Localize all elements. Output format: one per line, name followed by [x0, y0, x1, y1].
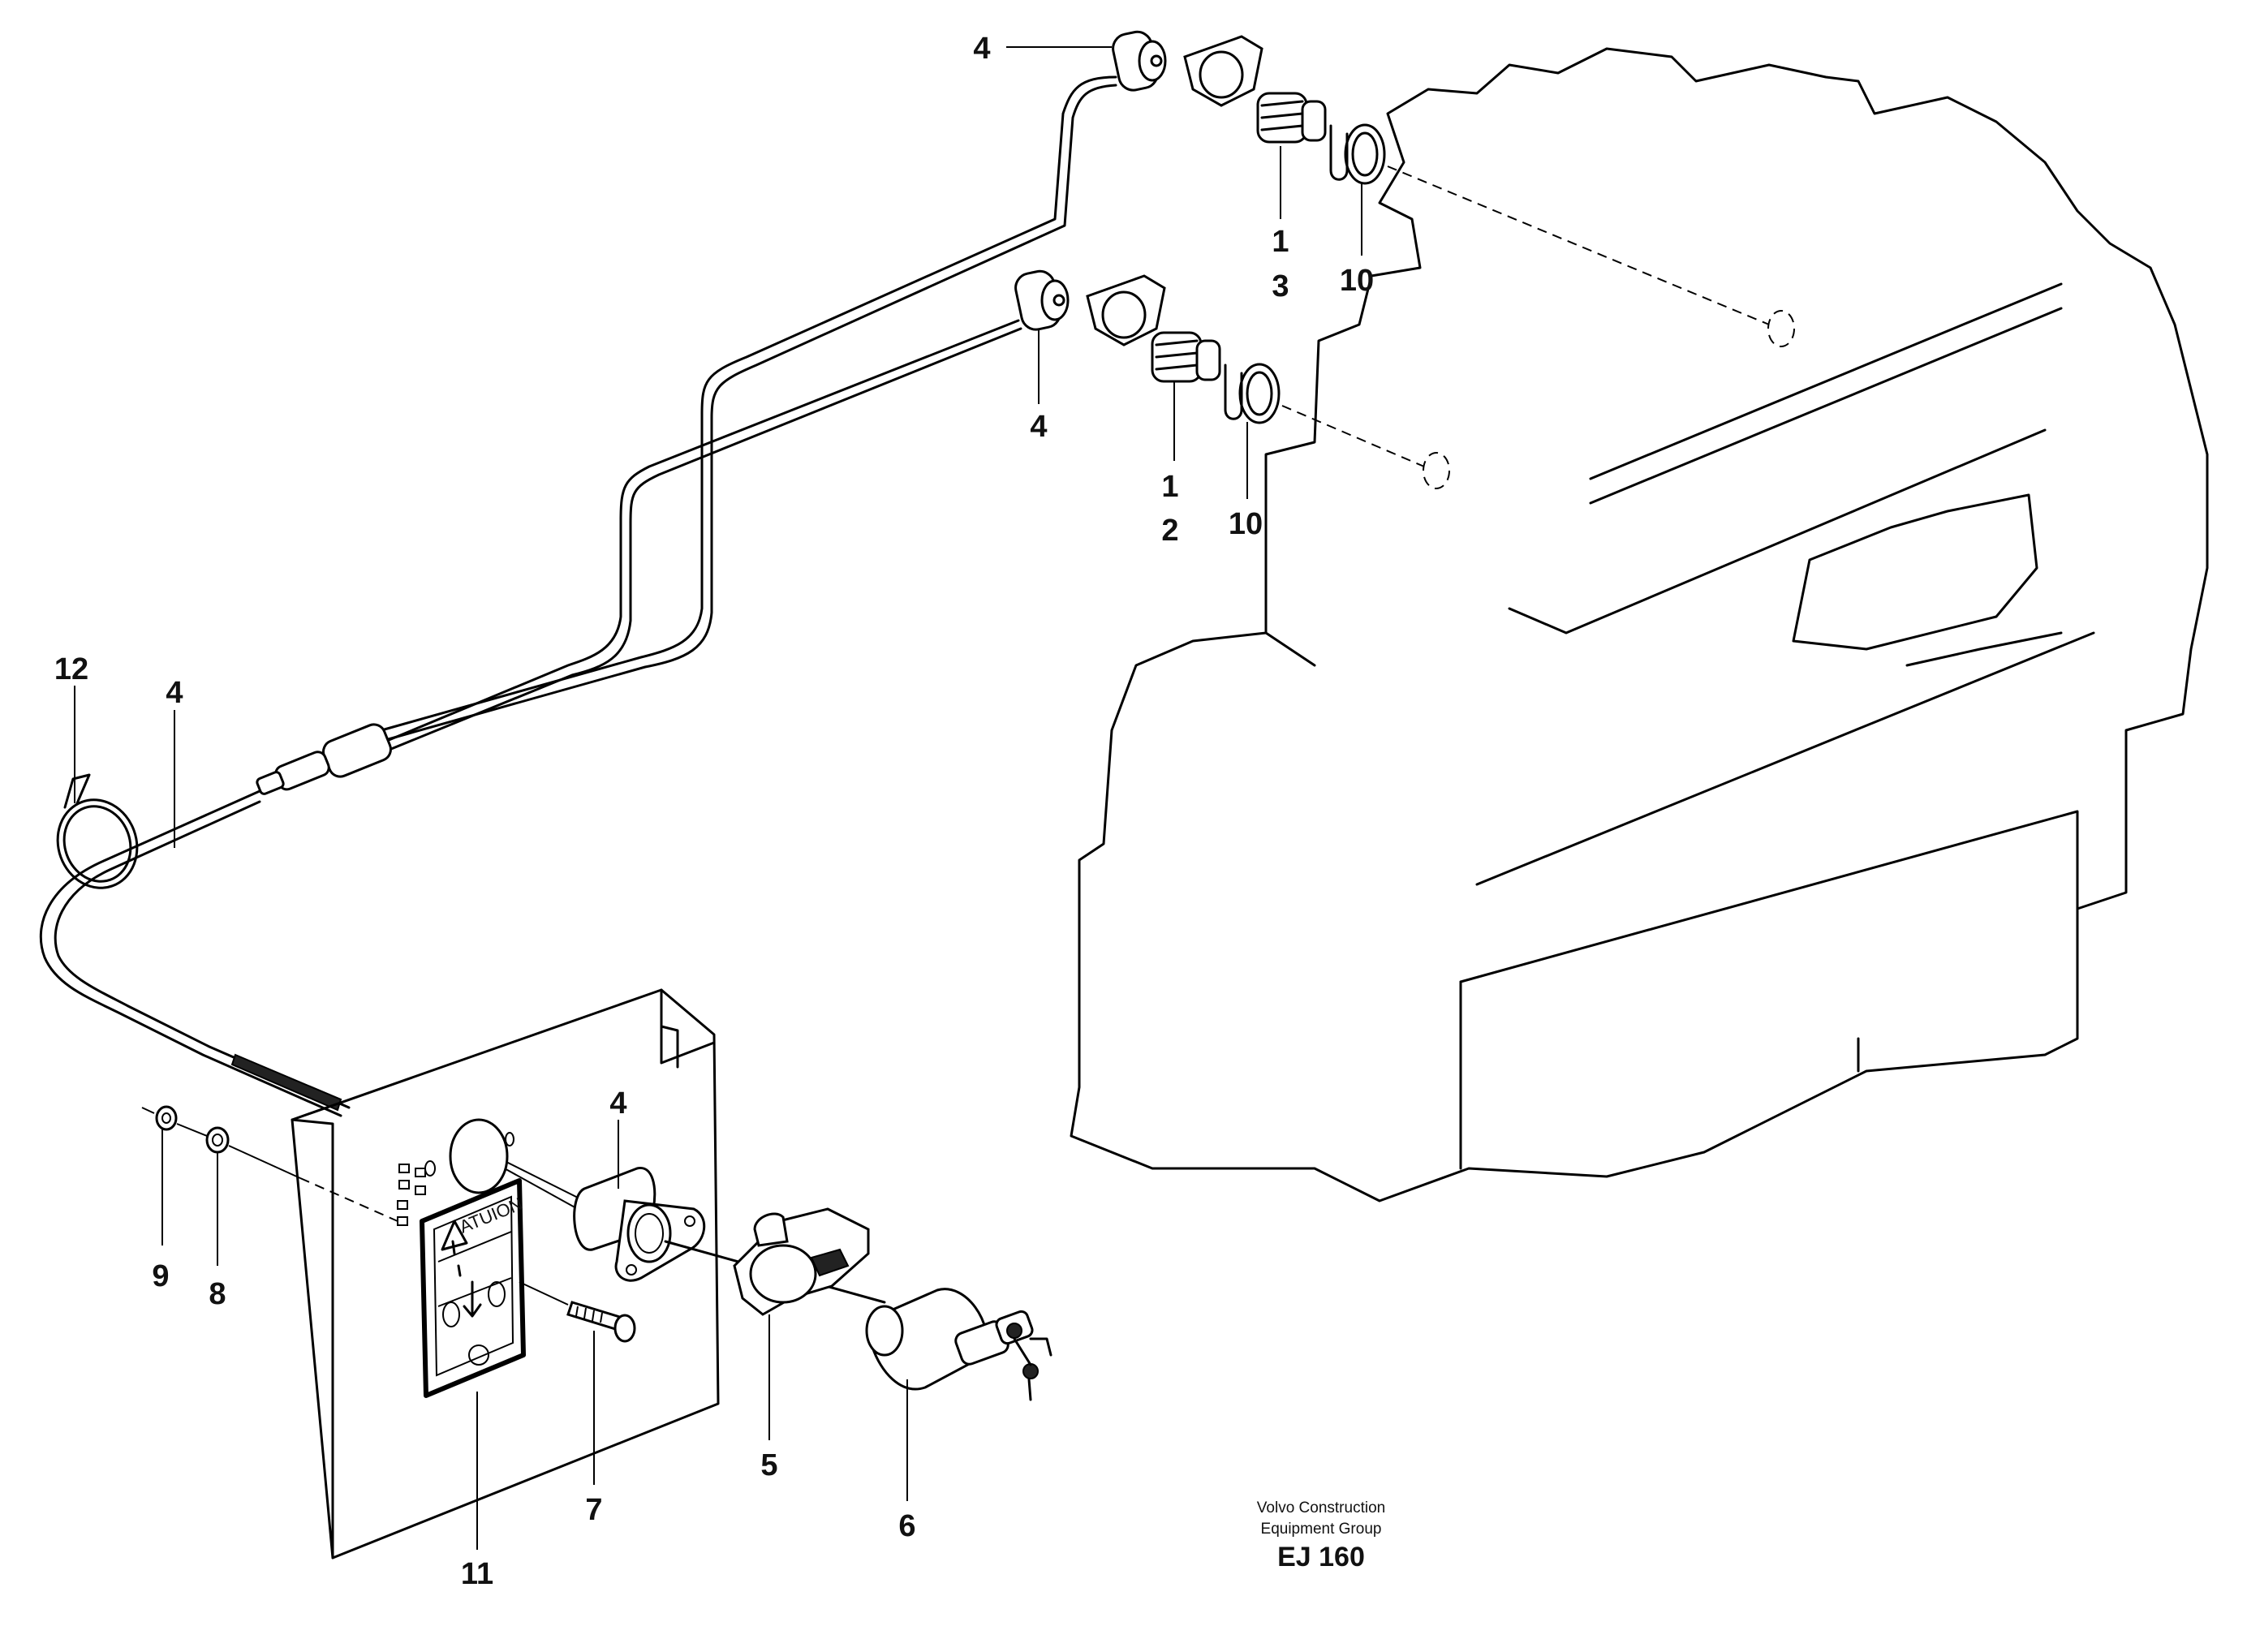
footer-credit: Volvo Construction Equipment Group EJ 16…	[1257, 1499, 1385, 1572]
control-panel	[291, 988, 720, 1560]
cable-tie	[56, 773, 139, 889]
callout-8: 8	[209, 1277, 226, 1311]
solenoid-unit	[865, 1288, 1052, 1401]
callout-10-top: 10	[1340, 264, 1374, 298]
callout-12: 12	[54, 652, 88, 686]
callout-2: 2	[1161, 514, 1178, 548]
footer-company-line2: Equipment Group	[1261, 1521, 1382, 1538]
callout-1-middle: 1	[1161, 470, 1178, 504]
bolt	[519, 1281, 636, 1343]
callout-6: 6	[898, 1509, 915, 1543]
callout-10-middle: 10	[1229, 507, 1263, 541]
callout-11: 11	[461, 1557, 493, 1591]
callout-5: 5	[760, 1448, 777, 1482]
middle-switch-assembly	[1014, 269, 1450, 489]
callout-1-top: 1	[1272, 225, 1289, 259]
footer-company-line1: Volvo Construction	[1257, 1499, 1385, 1516]
leader-lines	[74, 46, 1362, 1550]
warning-decal: ATUION	[420, 1178, 526, 1398]
mounting-bracket	[733, 1207, 870, 1316]
rivet-marks	[397, 1164, 426, 1226]
top-switch-assembly	[1112, 30, 1795, 347]
nut-and-washer	[141, 1105, 398, 1222]
callout-4-middle: 4	[1030, 410, 1047, 444]
callout-4-housing: 4	[609, 1086, 626, 1121]
callouts: 4 1 3 10 4 1 2 10 12 4 4 9 8 5 6 7 11	[54, 32, 1374, 1591]
footer-code: EJ 160	[1277, 1542, 1365, 1572]
callout-3: 3	[1272, 269, 1289, 303]
callout-9: 9	[152, 1259, 169, 1293]
engine-block	[1070, 47, 2209, 1202]
callout-4-cable: 4	[166, 676, 183, 710]
cable-assembly	[39, 75, 1117, 1210]
callout-4-top: 4	[973, 32, 990, 66]
callout-7: 7	[585, 1493, 602, 1527]
knob-housing	[573, 1167, 886, 1304]
